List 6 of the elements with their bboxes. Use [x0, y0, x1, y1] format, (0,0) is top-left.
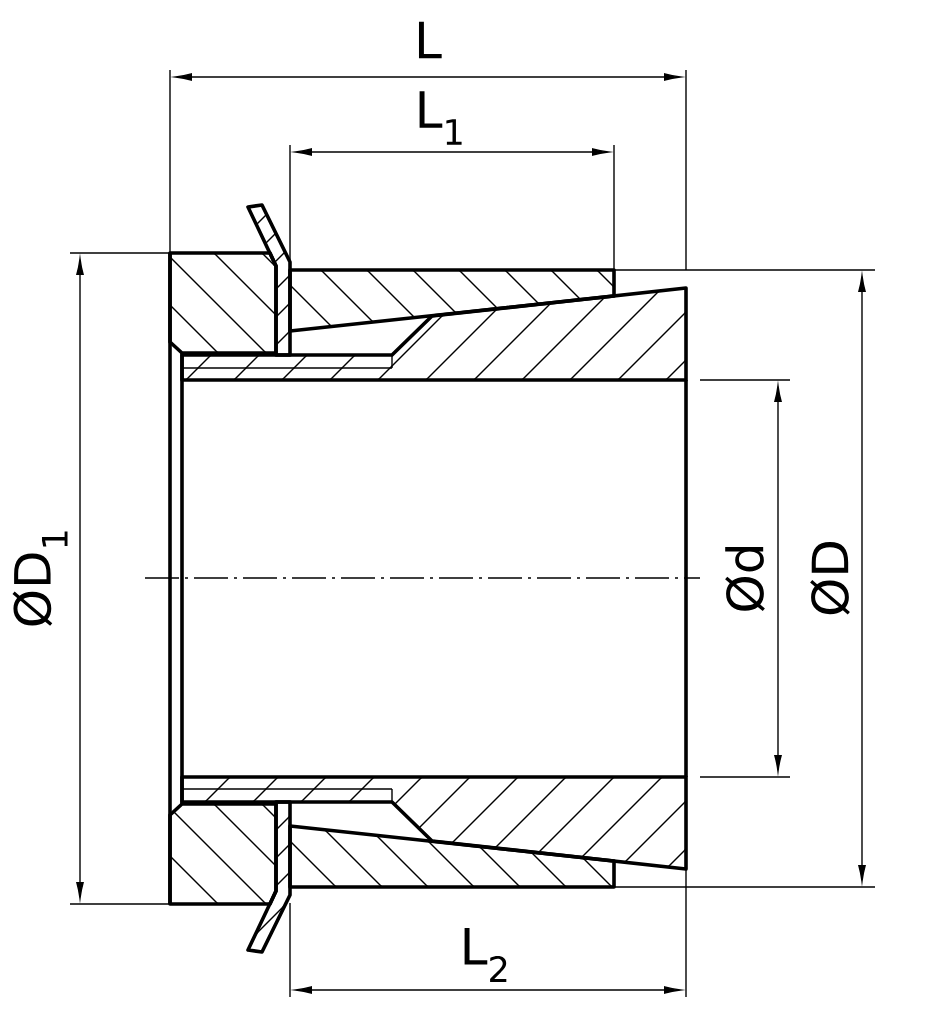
dimension-label: L: [419, 21, 442, 59]
dimension-label: L$_{2}$: [464, 928, 507, 982]
dimension-label: ØD$_{1}$: [12, 531, 68, 626]
dimension-label: L$_{1}$: [419, 91, 462, 145]
dimension-label: ØD: [810, 542, 850, 615]
dimension-label: Ød: [725, 547, 765, 612]
